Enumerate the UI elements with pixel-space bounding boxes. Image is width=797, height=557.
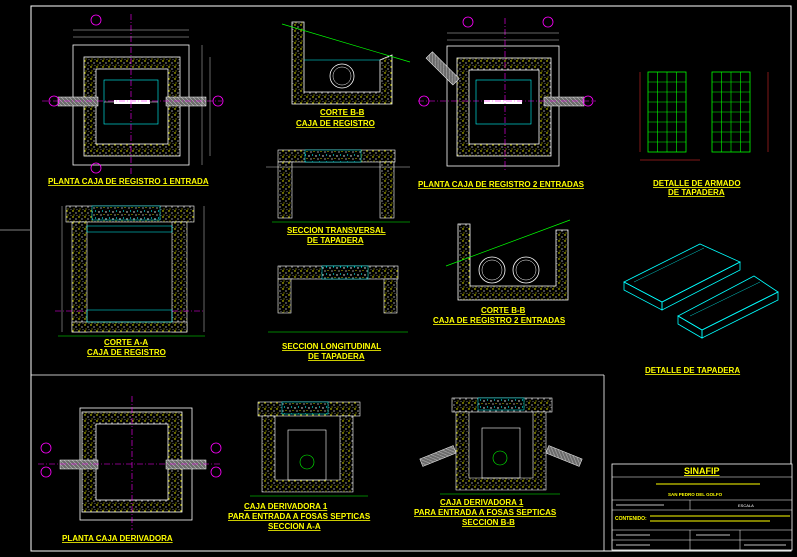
caja-derivadora-seccion-aa: CAJA DERIVADORA 1 PARA ENTRADA A FOSAS S…	[228, 401, 371, 531]
derivadora-b-title-2: PARA ENTRADA A FOSAS SEPTICAS	[414, 508, 557, 517]
corte-aa-caja-registro: CORTE A-A CAJA DE REGISTRO	[55, 205, 205, 357]
detalle-armado-tapadera: DETALLE DE ARMADO DE TAPADERA	[639, 71, 769, 197]
caja-derivadora-seccion-bb: CAJA DERIVADORA 1 PARA ENTRADA A FOSAS S…	[414, 397, 583, 527]
detalle-armado-title-2: DE TAPADERA	[668, 188, 725, 197]
seccion-longitudinal-title-1: SECCION LONGITUDINAL	[282, 342, 381, 351]
derivadora-a-title-2: PARA ENTRADA A FOSAS SEPTICAS	[228, 512, 371, 521]
planta-registro-2-title: PLANTA CAJA DE REGISTRO 2 ENTRADAS	[418, 180, 585, 189]
title-block-contents-label: CONTENIDO:	[615, 516, 647, 522]
title-block-org: SINAFIP	[684, 466, 720, 476]
title-block-municipality: SAN PEDRO DEL GOLFO	[668, 492, 723, 497]
corte-bb-2-entradas: CORTE B-B CAJA DE REGISTRO 2 ENTRADAS	[433, 219, 571, 325]
seccion-longitudinal-tapadera: SECCION LONGITUDINAL DE TAPADERA	[268, 265, 408, 361]
planta-caja-derivadora: PLANTA CAJA DERIVADORA	[38, 396, 222, 543]
planta-registro-2-entradas: PLANTA CAJA DE REGISTRO 2 ENTRADAS	[418, 16, 596, 189]
corte-bb2-title-2: CAJA DE REGISTRO 2 ENTRADAS	[433, 316, 566, 325]
detalle-armado-title-1: DETALLE DE ARMADO	[653, 179, 741, 188]
corte-aa-title-1: CORTE A-A	[104, 338, 148, 347]
seccion-transversal-title-1: SECCION TRANSVERSAL	[287, 226, 386, 235]
derivadora-b-title-1: CAJA DERIVADORA 1	[440, 498, 524, 507]
corte-bb-caja-registro: CORTE B-B CAJA DE REGISTRO	[281, 21, 411, 128]
corte-bb-title-1: CORTE B-B	[320, 108, 365, 117]
title-block: SINAFIP SAN PEDRO DEL GOLFO ESCALA CONTE…	[611, 463, 793, 551]
seccion-transversal-title-2: DE TAPADERA	[307, 236, 364, 245]
sheet-frame	[0, 5, 792, 552]
planta-registro-1-title: PLANTA CAJA DE REGISTRO 1 ENTRADA	[48, 177, 209, 186]
detalle-tapadera-isometrico: DETALLE DE TAPADERA	[623, 243, 779, 375]
seccion-transversal-tapadera: SECCION TRANSVERSAL DE TAPADERA	[266, 149, 410, 245]
seccion-longitudinal-title-2: DE TAPADERA	[308, 352, 365, 361]
derivadora-a-title-1: CAJA DERIVADORA 1	[244, 502, 328, 511]
derivadora-a-title-3: SECCION A-A	[268, 522, 321, 531]
corte-bb2-title-1: CORTE B-B	[481, 306, 526, 315]
title-block-sheet-label: ESCALA	[738, 503, 754, 508]
planta-derivadora-title: PLANTA CAJA DERIVADORA	[62, 534, 173, 543]
derivadora-b-title-3: SECCION B-B	[462, 518, 515, 527]
corte-aa-title-2: CAJA DE REGISTRO	[87, 348, 166, 357]
corte-bb-title-2: CAJA DE REGISTRO	[296, 119, 375, 128]
detalle-tapadera-title: DETALLE DE TAPADERA	[645, 366, 740, 375]
planta-registro-1-entrada: PLANTA CAJA DE REGISTRO 1 ENTRADA	[42, 14, 224, 186]
